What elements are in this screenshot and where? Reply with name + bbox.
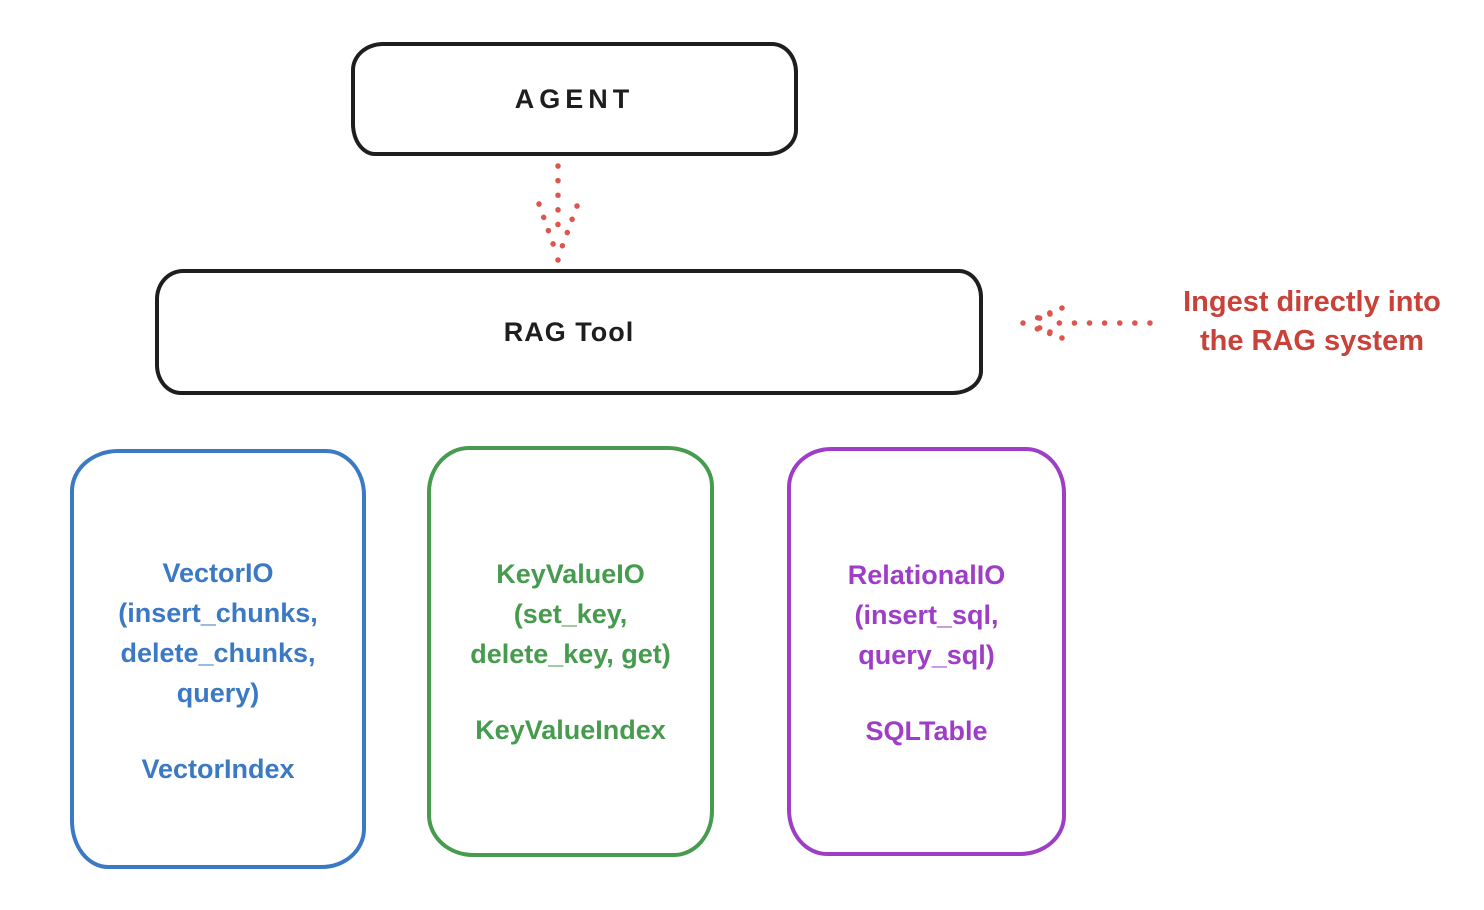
store-index-name: SQLTable — [865, 716, 988, 746]
store-method-line: (insert_sql, — [854, 600, 999, 630]
rag-tool-node: RAG Tool — [155, 269, 983, 395]
ingest-annotation: Ingest directly into the RAG system — [1140, 283, 1484, 361]
store-method-line: delete_chunks, — [120, 638, 316, 668]
ingest-annotation-line1: Ingest directly into — [1183, 286, 1441, 318]
vectorio-node: VectorIO (insert_chunks, delete_chunks, … — [70, 449, 366, 869]
agent-to-ragtool-arrow-icon — [536, 163, 580, 263]
keyvalueio-text: KeyValueIO (set_key, delete_key, get) Ke… — [431, 450, 710, 750]
relationalio-node: RelationalIO (insert_sql, query_sql) SQL… — [787, 447, 1066, 856]
relationalio-text: RelationalIO (insert_sql, query_sql) SQL… — [791, 451, 1062, 751]
store-method-line: (set_key, — [513, 599, 628, 629]
store-method-line: query) — [176, 678, 260, 708]
keyvalueio-node: KeyValueIO (set_key, delete_key, get) Ke… — [427, 446, 714, 857]
ingest-annotation-line2: the RAG system — [1199, 325, 1424, 357]
store-method-line: query_sql) — [858, 640, 995, 670]
agent-node: AGENT — [351, 42, 798, 156]
store-method-line: delete_key, get) — [470, 639, 671, 669]
store-title: KeyValueIO — [496, 559, 645, 589]
rag-tool-label: RAG Tool — [503, 316, 635, 347]
store-title: RelationalIO — [847, 560, 1006, 590]
store-index-name: VectorIndex — [141, 754, 295, 784]
agent-label: AGENT — [514, 83, 635, 114]
store-method-line: (insert_chunks, — [118, 598, 318, 628]
vectorio-text: VectorIO (insert_chunks, delete_chunks, … — [74, 453, 362, 789]
store-title: VectorIO — [162, 558, 274, 588]
store-index-name: KeyValueIndex — [475, 715, 666, 745]
ingest-arrow-icon — [1020, 305, 1153, 341]
